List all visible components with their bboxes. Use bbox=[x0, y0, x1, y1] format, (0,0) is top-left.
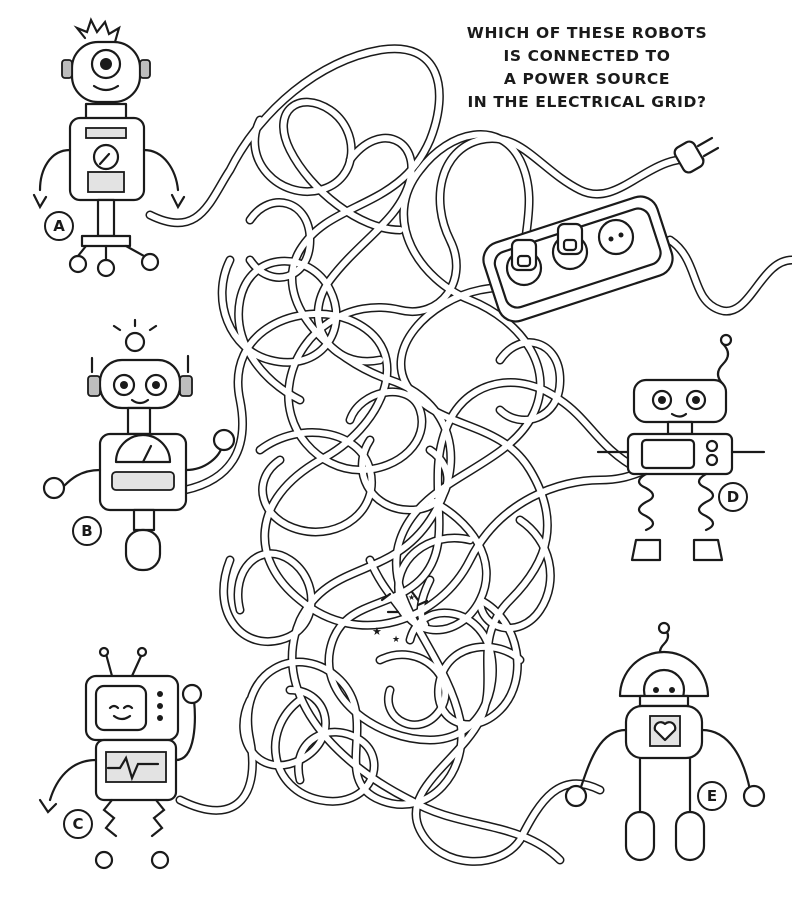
wire-core bbox=[497, 339, 563, 423]
wire-core bbox=[182, 310, 653, 629]
svg-text:★: ★ bbox=[392, 635, 400, 645]
wire-core bbox=[240, 687, 329, 769]
wire-core bbox=[285, 135, 703, 473]
wire-segment[interactable] bbox=[250, 97, 405, 235]
wire-core bbox=[367, 557, 408, 618]
broken-wire-sparks: ★ ★ ★ bbox=[372, 590, 429, 645]
wire-core bbox=[219, 257, 340, 403]
svg-text:★: ★ bbox=[372, 625, 382, 638]
wire-core bbox=[315, 135, 415, 365]
robot-d[interactable] bbox=[596, 333, 766, 562]
puzzle-question: WHICH OF THESE ROBOTS IS CONNECTED TO A … bbox=[452, 22, 722, 114]
question-line: IN THE ELECTRICAL GRID? bbox=[467, 93, 707, 111]
wire-core bbox=[220, 550, 315, 645]
robot-e[interactable] bbox=[564, 621, 766, 862]
power-strip[interactable] bbox=[479, 192, 677, 326]
robot-b[interactable] bbox=[42, 318, 236, 572]
question-line: WHICH OF THESE ROBOTS bbox=[466, 24, 708, 42]
wire-core bbox=[395, 497, 490, 633]
loose-plug[interactable] bbox=[672, 136, 720, 175]
wire-core bbox=[257, 429, 375, 535]
question-line: IS CONNECTED TO bbox=[503, 47, 671, 65]
wire-core bbox=[359, 437, 451, 513]
svg-text:★: ★ bbox=[408, 593, 415, 602]
wire-core bbox=[377, 651, 449, 728]
robot-label-d: D bbox=[718, 482, 748, 512]
wire-core bbox=[325, 379, 643, 743]
plug-in-strip bbox=[510, 222, 584, 272]
wire-core bbox=[397, 262, 603, 865]
wire-core bbox=[667, 237, 792, 315]
robot-c[interactable] bbox=[38, 646, 203, 870]
wire-core bbox=[477, 517, 554, 631]
wire-tangle[interactable] bbox=[145, 44, 792, 866]
wire-core bbox=[272, 697, 378, 805]
robot-label-c: C bbox=[63, 809, 93, 839]
robot-label-e: E bbox=[697, 781, 727, 811]
wire-core bbox=[417, 577, 433, 628]
wire-core bbox=[247, 199, 313, 281]
robot-label-b: B bbox=[72, 516, 102, 546]
wire-core bbox=[251, 99, 403, 233]
robot-label-a: A bbox=[44, 211, 74, 241]
wire-strip[interactable] bbox=[665, 235, 792, 316]
question-line: A POWER SOURCE bbox=[503, 70, 671, 88]
robot-a[interactable] bbox=[32, 17, 186, 278]
wire-core bbox=[435, 597, 523, 728]
wire-core bbox=[177, 131, 544, 814]
